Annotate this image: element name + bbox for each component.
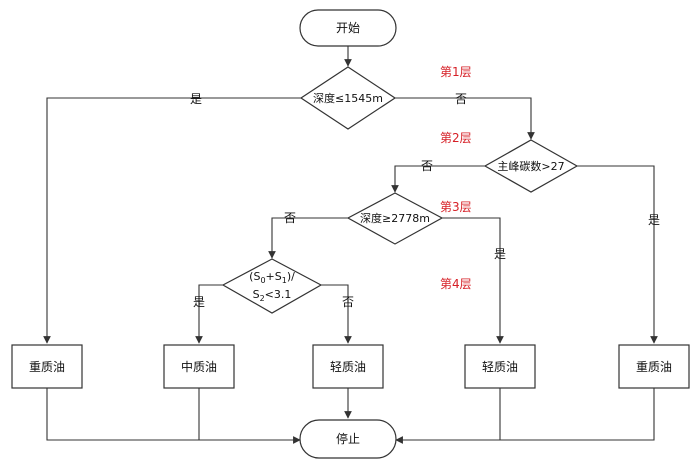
output-medium-oil (163, 344, 235, 389)
ratio-line1-c: )/ (287, 270, 295, 283)
decision-ratio (221, 258, 323, 314)
decision-peak-carbon-label: 主峰碳数>27 (497, 159, 564, 173)
output-light-oil-2-label: 轻质油 (482, 360, 518, 374)
edges (43, 46, 658, 444)
decision-depth-2778 (346, 192, 444, 245)
decision-ratio-line1: (S0+S1)/ (249, 270, 295, 285)
ratio-line1-b: +S (266, 270, 282, 283)
stop-label: 停止 (336, 431, 360, 446)
ratio-sub3: 2 (260, 294, 265, 303)
ratio-sub1: 0 (260, 276, 265, 285)
nodes: 开始 深度≤1545m 主峰碳数>27 深度≥2778m (S0+S1)/ S2… (11, 9, 690, 459)
output-light-oil-1-label: 轻质油 (330, 360, 366, 374)
label-depth1-no: 否 (455, 92, 467, 106)
edge-peak-yes (577, 165, 658, 344)
decision-depth-1545-label: 深度≤1545m (313, 91, 383, 105)
label-depth2-no: 否 (284, 211, 296, 225)
edge-depth1-no (395, 97, 535, 140)
ratio-line1-a: (S (249, 270, 260, 283)
layer-4-label: 第4层 (440, 277, 472, 291)
label-depth2-yes: 是 (494, 247, 506, 261)
label-depth1-yes: 是 (190, 92, 202, 106)
edge-labels: 是 否 否 是 否 是 是 否 (190, 92, 660, 309)
edge-peak-no (391, 165, 485, 193)
label-peak-no: 否 (421, 159, 433, 173)
edge-ratio-yes (195, 284, 223, 344)
output-heavy-oil-left (11, 344, 83, 389)
ratio-sub2: 1 (282, 276, 287, 285)
layer-3-label: 第3层 (440, 200, 472, 214)
layer-2-label: 第2层 (440, 131, 472, 145)
output-medium-oil-label: 中质油 (181, 359, 217, 374)
decision-depth-2778-label: 深度≥2778m (360, 211, 430, 225)
edge-depth2-yes (442, 217, 504, 344)
decision-ratio-line2: S2<3.1 (253, 288, 292, 303)
start-label: 开始 (336, 21, 360, 35)
edge-heavy-right-to-stop (395, 388, 655, 444)
decision-depth-1545 (299, 66, 397, 130)
output-light-oil-1 (312, 344, 384, 389)
stop-node (299, 419, 397, 459)
decision-peak-carbon (483, 139, 579, 193)
label-peak-yes: 是 (648, 213, 660, 227)
edge-depth1-yes (43, 97, 301, 344)
start-node (299, 9, 397, 47)
output-heavy-oil-left-label: 重质油 (29, 360, 65, 374)
output-light-oil-2 (464, 344, 536, 389)
label-ratio-no: 否 (342, 295, 354, 309)
ratio-line2-a: S (253, 288, 260, 301)
edge-depth2-no (268, 217, 348, 259)
edge-ratio-no (321, 284, 352, 344)
edge-heavy-left-to-stop (46, 388, 301, 444)
layer-labels: 第1层 第2层 第3层 第4层 (440, 65, 472, 291)
label-ratio-yes: 是 (193, 295, 205, 309)
layer-1-label: 第1层 (440, 65, 472, 79)
output-heavy-oil-right (618, 344, 690, 389)
output-heavy-oil-right-label: 重质油 (636, 360, 672, 374)
ratio-line2-b: <3.1 (265, 288, 292, 301)
